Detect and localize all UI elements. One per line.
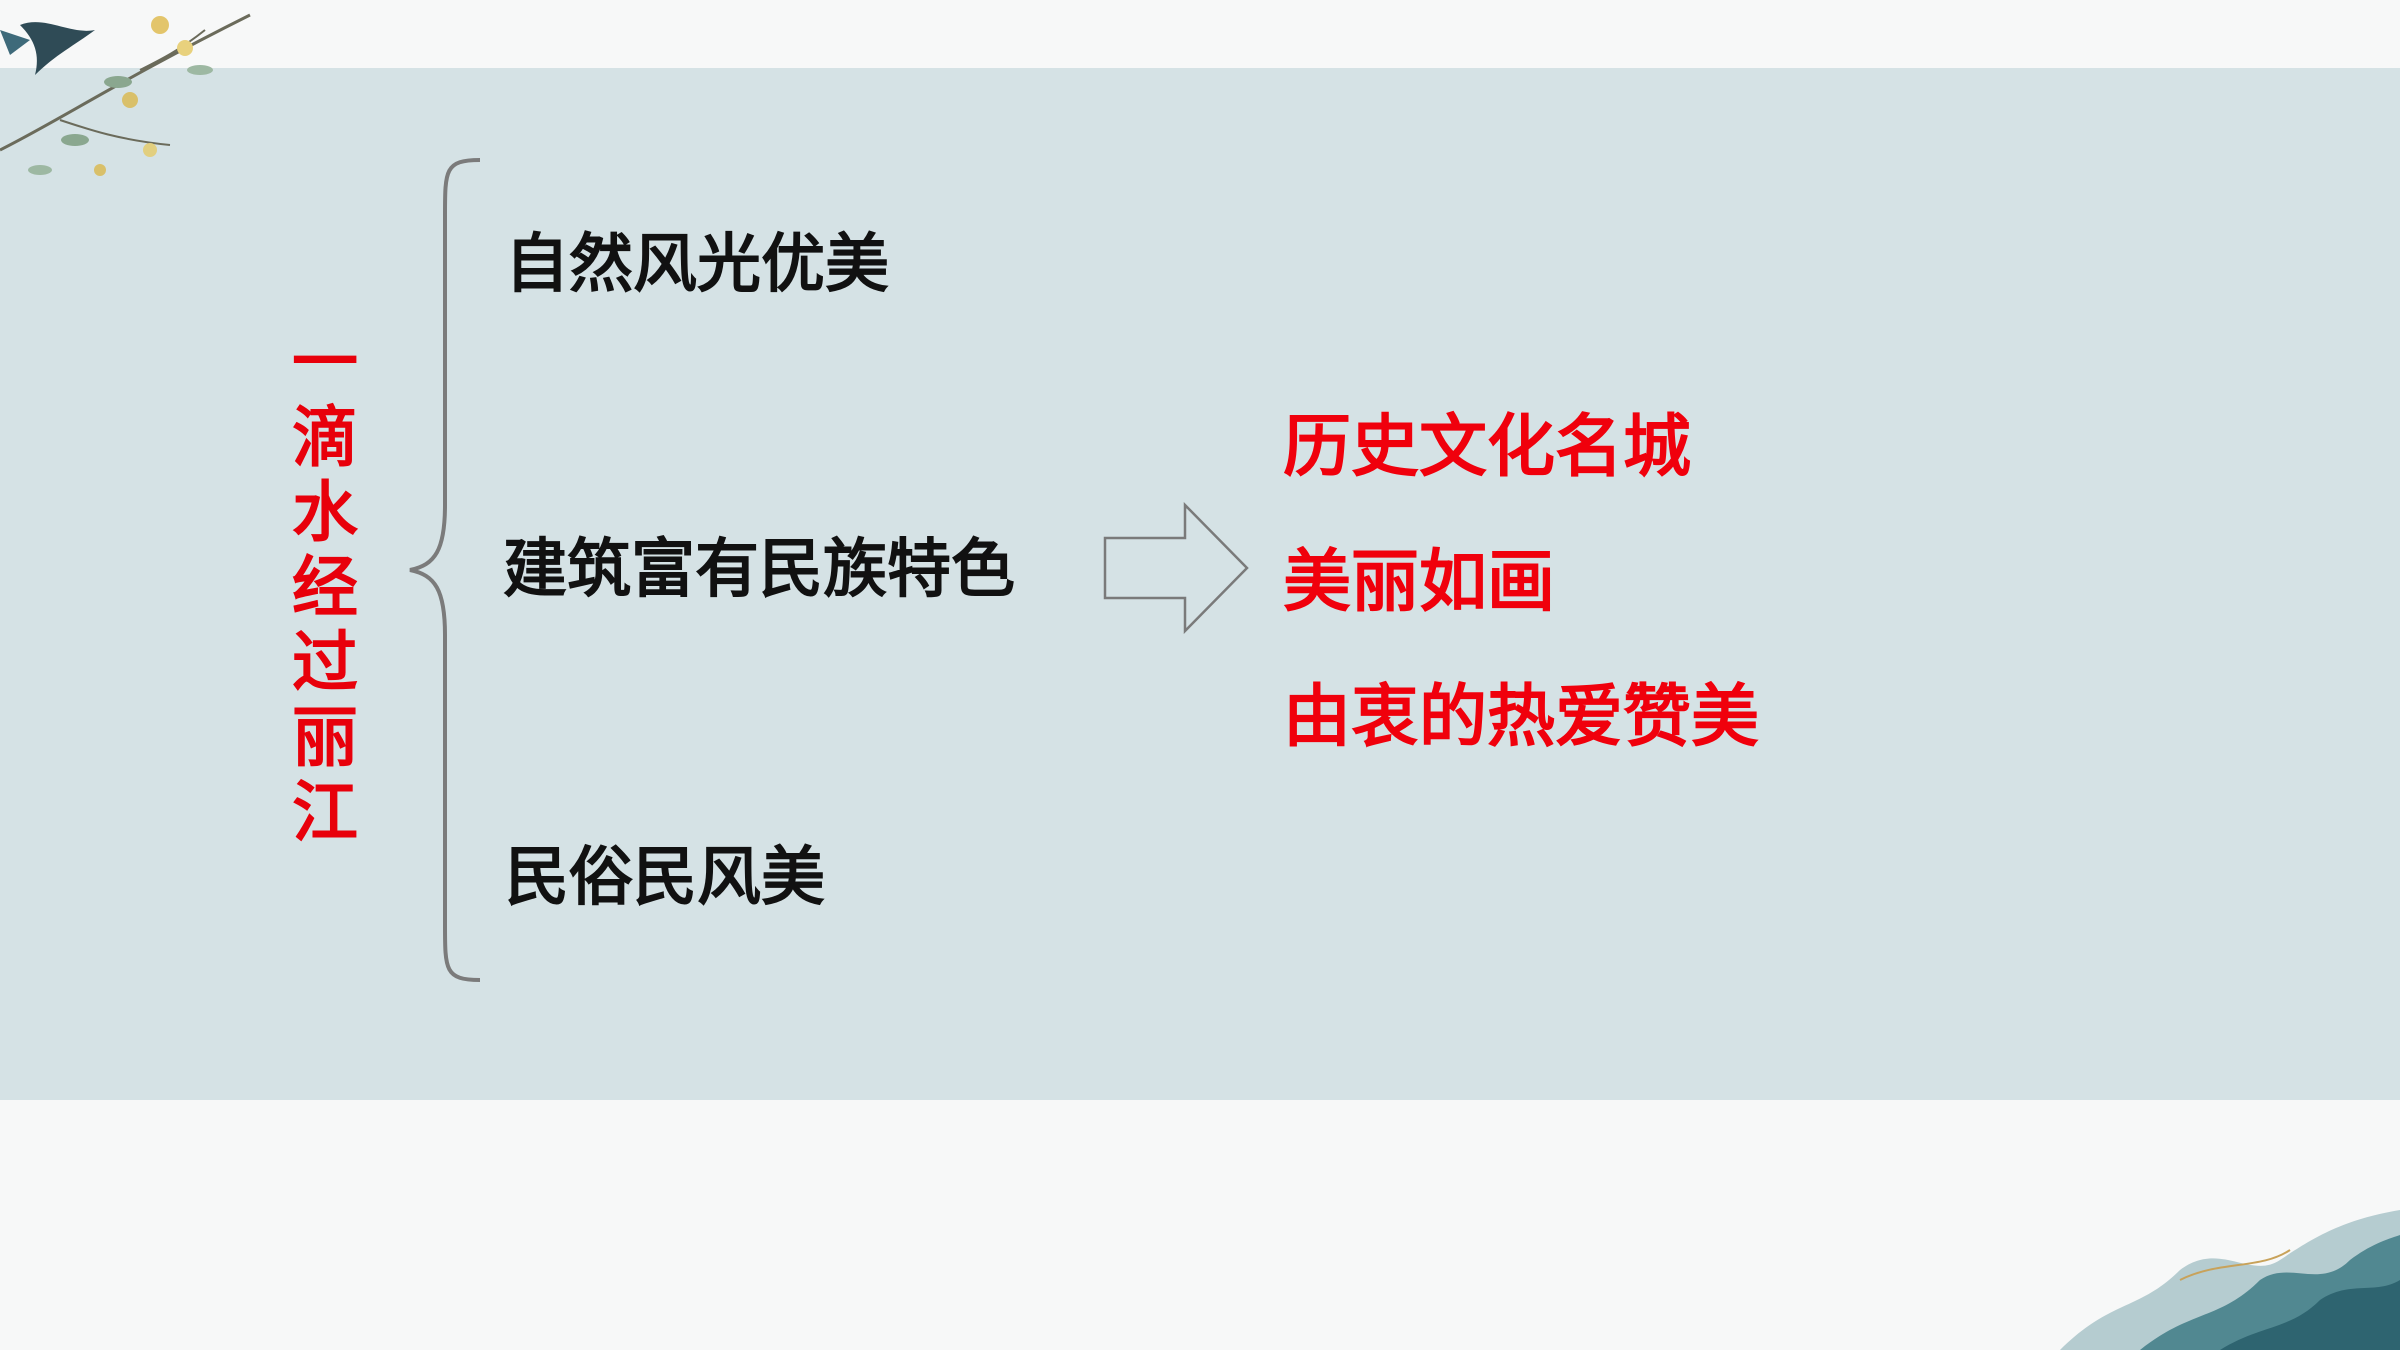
conclusion-sincere-love: 由衷的热爱赞美 bbox=[1283, 678, 1760, 757]
swallow-branch-decoration bbox=[0, 13, 251, 176]
content-panel bbox=[0, 68, 2400, 1100]
right-arrow-icon bbox=[1103, 502, 1249, 634]
left-curly-brace bbox=[409, 158, 481, 982]
aspect-folk-customs: 民俗民风美 bbox=[505, 841, 825, 915]
conclusion-historic-city: 历史文化名城 bbox=[1283, 408, 1692, 487]
vertical-title: 一滴水经过丽江 bbox=[292, 324, 358, 851]
mountain-decoration bbox=[2060, 1210, 2400, 1350]
aspect-architecture: 建筑富有民族特色 bbox=[503, 533, 1015, 607]
conclusion-picturesque: 美丽如画 bbox=[1283, 543, 1556, 622]
aspect-natural-scenery: 自然风光优美 bbox=[505, 228, 889, 302]
